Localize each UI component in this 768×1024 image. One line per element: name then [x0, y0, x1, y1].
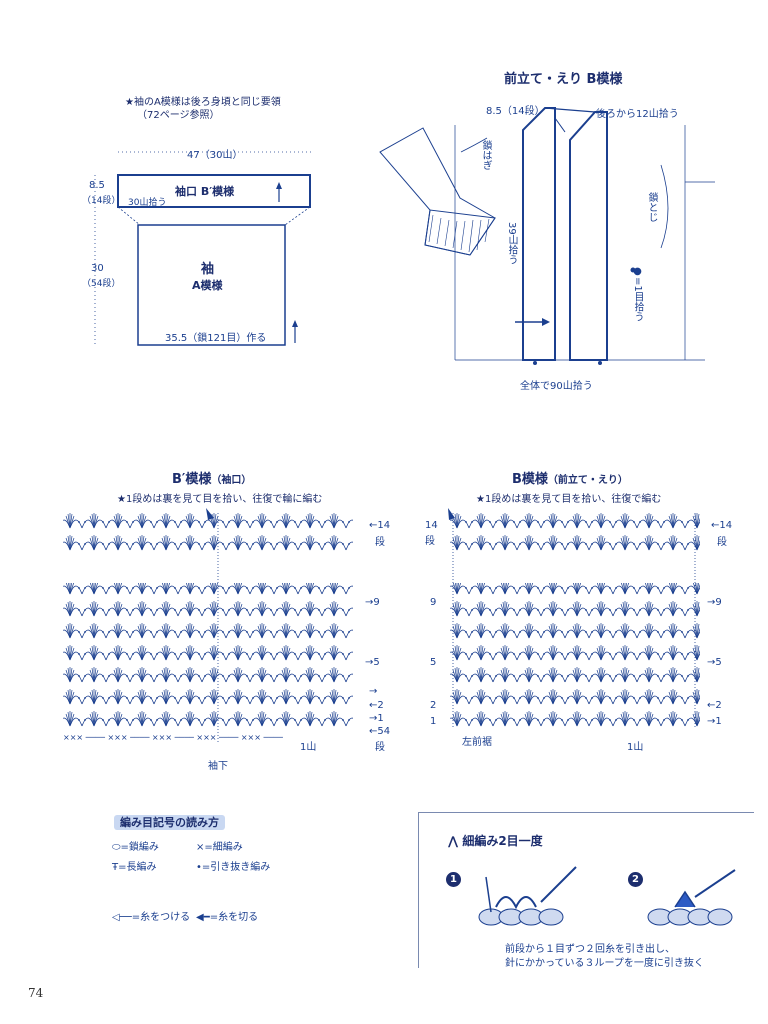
page-number: 74 [28, 986, 44, 1000]
chart-b-note: ★1段めは裏を見て目を拾い、往復で編む [476, 494, 662, 505]
cut-yarn-icon: ◀━ [196, 912, 210, 923]
step1-badge: 1 [446, 872, 461, 887]
sleeve-pattern: A模様 [192, 279, 223, 292]
chartb-row14-unit: 段 [717, 537, 727, 548]
sleeve-body-rows: （54段） [82, 279, 121, 289]
bprime-row5: →5 [365, 657, 380, 668]
chartb-left2: 2 [430, 700, 437, 711]
total-pickup: 全体で90山拾う [520, 381, 593, 392]
bprime-row1: →1 [369, 713, 384, 724]
pickup-one: ●=1目拾う [632, 266, 643, 322]
chart-b-prime-title: B′模様（袖口） [172, 472, 252, 487]
legend-sc: ×=細編み [196, 842, 243, 853]
bprime-row54-unit: 段 [375, 742, 385, 753]
attach-yarn-icon: ◁── [112, 912, 132, 923]
cuff-label: 袖口 B′模様 [175, 185, 235, 198]
back-pickup: 後ろから12山拾う [596, 109, 679, 120]
chartb-left5: 5 [430, 657, 437, 668]
chartb-left14-unit: 段 [425, 536, 435, 547]
technique-box [418, 812, 754, 968]
step2-badge: 2 [628, 872, 643, 887]
bprime-row9: →9 [365, 597, 380, 608]
chartb-left14: 14 [425, 520, 438, 531]
sleeve-note-line1: ★袖のA模様は後ろ身頃と同じ要領 [125, 97, 281, 108]
chart-b-prime-note: ★1段めは裏を見て目を拾い、往復で輪に編む [117, 494, 323, 505]
legend-slip: •=引き抜き編み [196, 862, 271, 873]
step1-illustration [478, 866, 577, 926]
legend-title: 編み目記号の読み方 [114, 811, 225, 830]
front-band-diagram [379, 107, 715, 365]
chartb-row9: →9 [707, 597, 722, 608]
chart-b-grid [448, 508, 700, 728]
sleeve-bottom-width: 35.5（鎖121目）作る [165, 333, 267, 344]
bprime-row2: ←2 [369, 700, 384, 711]
chartb-left1: 1 [430, 716, 437, 727]
chartb-left-front: 左前裾 [462, 737, 492, 748]
chartb-one-peak: 1山 [627, 742, 644, 753]
chartb-row14: ←14 [711, 520, 733, 531]
legend-dc: Ŧ=長編み [112, 862, 157, 873]
svg-text:××× ──── ××× ──── ××× ──── ×××: ××× ──── ××× ──── ××× ──── ××× ──── ××× … [63, 733, 283, 742]
legend-chain: ⬭=鎖編み [112, 842, 159, 853]
chart-b-prime-grid: ××× ──── ××× ──── ××× ──── ××× ──── ××× … [63, 508, 353, 743]
chart-b-title: B模様（前立て・えり） [512, 472, 628, 487]
sleeve-note-line2: （72ページ参照） [137, 110, 220, 121]
technique-desc1: 前段から１目ずつ２回糸を引き出し、 [505, 944, 675, 955]
sleeve-label: 袖 [201, 262, 215, 277]
legend-attach: ◁──=糸をつける [112, 912, 191, 923]
chartb-left9: 9 [430, 597, 437, 608]
double-crochet-icon: Ŧ [112, 862, 119, 873]
slip-stitch-icon: • [196, 862, 202, 873]
bprime-one-peak: 1山 [300, 742, 317, 753]
legend-cut: ◀━=糸を切る [196, 912, 259, 923]
sleeve-under-label: 袖下 [208, 761, 228, 772]
bprime-row54: ←54 [369, 726, 391, 737]
front-title: 前立て・えり B模様 [504, 72, 623, 87]
chain-symbol-icon: ⬭ [112, 842, 121, 853]
cuff-rows: （14段） [82, 196, 121, 206]
bprime-row14: ←14 [369, 520, 391, 531]
bprime-row-arrow: → [369, 686, 378, 697]
sleeve-width-top: 47（30山） [187, 150, 243, 161]
sleeve-diagram [94, 151, 312, 346]
chartb-row1: →1 [707, 716, 722, 727]
cuff-pickup: 30山拾う [128, 198, 167, 208]
technique-desc2: 針にかかっている３ループを一度に引き抜く [505, 958, 704, 969]
step2-illustration [647, 869, 736, 926]
front-height-label: 8.5（14段） [486, 106, 545, 117]
bprime-row14-unit: 段 [375, 537, 385, 548]
chain-close: 鎖とじ [646, 192, 657, 222]
chartb-row5: →5 [707, 657, 722, 668]
technique-title: ⋀ 細編み2目一度 [448, 834, 543, 848]
cuff-height: 8.5 [89, 180, 105, 191]
sleeve-body-height: 30 [91, 263, 104, 274]
chain-join: 鎖はぎ [480, 140, 491, 170]
sc2tog-icon: ⋀ [448, 834, 459, 848]
pickup-39: 39山拾う [506, 222, 517, 265]
chartb-row2: ←2 [707, 700, 722, 711]
